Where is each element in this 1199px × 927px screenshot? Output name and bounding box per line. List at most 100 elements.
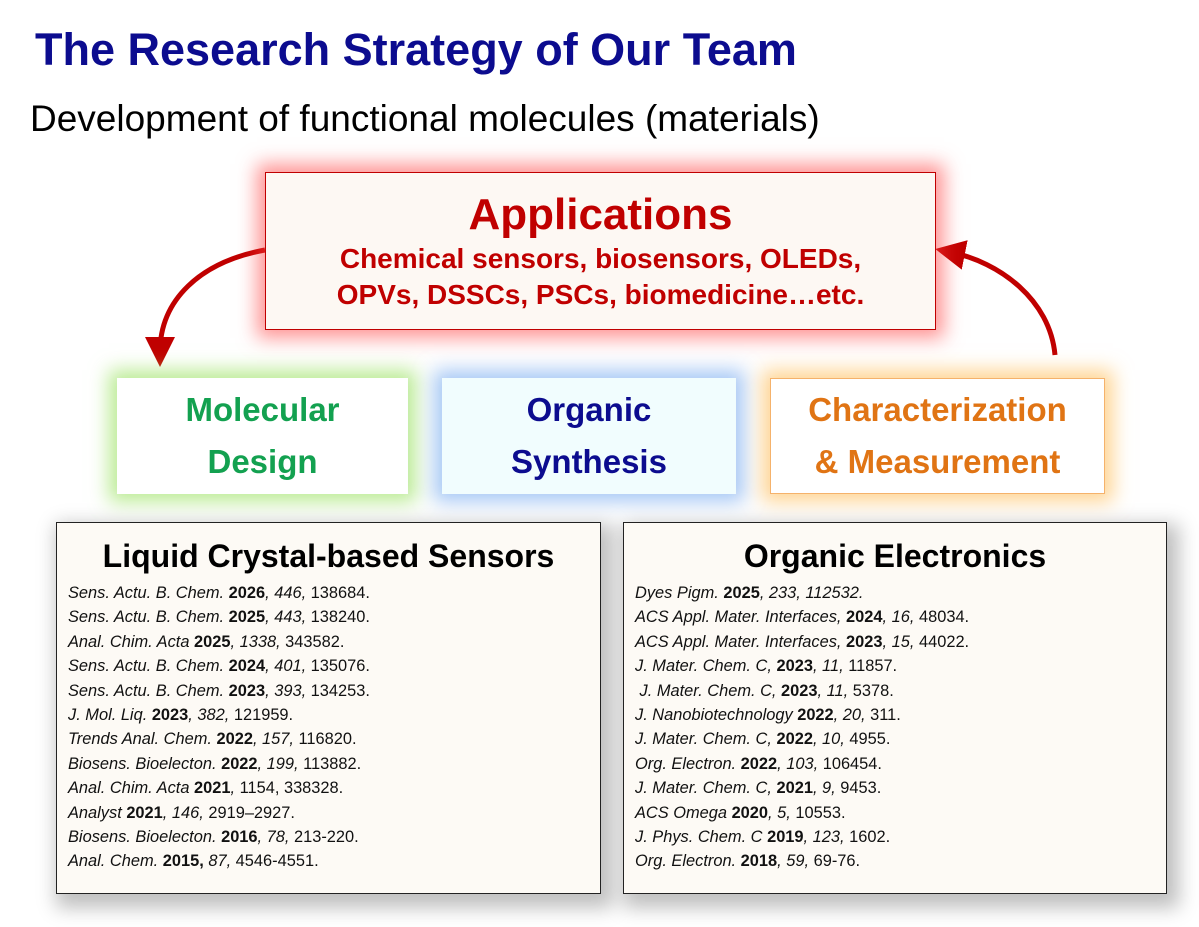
volume: , 157, (252, 730, 294, 749)
publication-year: 2026 (228, 584, 266, 602)
liquid-crystal-sensors-box: Liquid Crystal-based Sensors Sens. Actu.… (56, 522, 601, 894)
pages: 4955. (844, 730, 891, 749)
volume: , 123, (803, 828, 845, 847)
publication-year: 2023 (776, 657, 813, 676)
volume: , 401, (265, 657, 307, 676)
journal-name: J. Mater. Chem. C, (635, 657, 777, 676)
publication-year: 2016 (221, 828, 258, 847)
reference-item: Anal. Chem. 2015, 87, 4546-4551. (68, 849, 600, 873)
pages: 5378. (848, 681, 894, 700)
publication-year: 2023 (846, 632, 883, 651)
reference-item: J. Nanobiotechnology 2022, 20, 311. (635, 703, 1166, 727)
publication-year: 2023 (228, 681, 266, 700)
reference-item: J. Mater. Chem. C, 2023, 11, 11857. (635, 654, 1166, 678)
reference-item: Sens. Actu. B. Chem. 2024, 401, 135076. (68, 654, 600, 678)
volume: , 11, (812, 657, 844, 676)
volume: , 15, (882, 632, 915, 651)
pages: 116820. (293, 730, 357, 749)
journal-name: Anal. Chim. Acta (68, 779, 195, 798)
pages: 44022. (914, 632, 970, 651)
publication-year: 2024 (228, 657, 266, 676)
reference-item: Biosens. Bioelecton. 2016, 78, 213-220. (68, 825, 600, 849)
reference-item: ACS Appl. Mater. Interfaces, 2023, 15, 4… (635, 630, 1166, 654)
journal-name: Org. Electron. (635, 852, 741, 871)
pages: 113882. (298, 754, 362, 773)
volume: 87, (203, 852, 232, 871)
reference-item: J. Mater. Chem. C, 2023, 11, 5378. (635, 679, 1166, 703)
reference-item: Anal. Chim. Acta 2021, 1154, 338328. (68, 776, 600, 800)
journal-name: J. Mater. Chem. C, (635, 779, 777, 798)
reference-item: Biosens. Bioelecton. 2022, 199, 113882. (68, 752, 600, 776)
publication-year: 2021 (194, 779, 231, 798)
molecular-design-label: Molecular (185, 391, 340, 428)
pages: 138240. (306, 608, 370, 627)
characterization-label: & Measurement (814, 443, 1061, 480)
volume: , 233, 112532. (759, 584, 864, 602)
journal-name: Sens. Actu. B. Chem. (68, 608, 229, 627)
publication-year: 2018 (740, 852, 778, 871)
pages: 4546-4551. (231, 852, 319, 871)
organic-electronics-box: Organic Electronics Dyes Pigm. 2025, 233… (623, 522, 1167, 894)
pages: 343582. (280, 632, 345, 651)
volume: , 1338, (230, 632, 281, 651)
journal-name: Anal. Chem. (68, 852, 163, 871)
journal-name: J. Mater. Chem. C, (635, 681, 782, 700)
reference-item: J. Mater. Chem. C, 2021, 9, 9453. (635, 776, 1166, 800)
journal-name: Anal. Chim. Acta (68, 632, 195, 651)
reference-item: Anal. Chim. Acta 2025, 1338, 343582. (68, 630, 600, 654)
volume: , 10, (812, 730, 845, 749)
publication-year: 2023 (781, 681, 818, 700)
liquid-crystal-heading: Liquid Crystal-based Sensors (102, 538, 555, 574)
pages: 69-76. (809, 852, 861, 871)
publication-year: 2021 (126, 803, 163, 822)
journal-name: Sens. Actu. B. Chem. (68, 584, 229, 602)
reference-list: Sens. Actu. B. Chem. 2026, 446, 138684.S… (57, 577, 600, 874)
pages: 1154, 338328. (235, 779, 344, 798)
molecular-design-label: Design (207, 443, 318, 480)
applications-title: Applications (468, 190, 733, 239)
volume: , 11, (817, 681, 849, 700)
pages: 134253. (306, 681, 370, 700)
publication-year: 2023 (151, 706, 189, 725)
publication-year: 2022 (221, 754, 258, 773)
reference-item: ACS Appl. Mater. Interfaces, 2024, 16, 4… (635, 605, 1166, 629)
journal-name: Sens. Actu. B. Chem. (68, 681, 229, 700)
volume: , 20, (833, 706, 866, 725)
publication-year: 2019 (767, 828, 804, 847)
molecular-design-box: Molecular Design (117, 378, 408, 494)
journal-name: Org. Electron. (635, 754, 741, 773)
reference-item: Org. Electron. 2018, 59, 69-76. (635, 849, 1166, 873)
pages: 135076. (306, 657, 370, 676)
volume: , 443, (265, 608, 307, 627)
publication-year: 2020 (731, 803, 769, 822)
reference-list: Dyes Pigm. 2025, 233, 112532.ACS Appl. M… (624, 577, 1166, 874)
reference-item: Dyes Pigm. 2025, 233, 112532. (635, 581, 1166, 605)
applications-box: Applications Chemical sensors, biosensor… (265, 172, 936, 330)
volume: , 393, (265, 681, 307, 700)
reference-item: J. Mol. Liq. 2023, 382, 121959. (68, 703, 600, 727)
reference-item: Analyst 2021, 146, 2919–2927. (68, 801, 600, 825)
volume: , 78, (257, 828, 290, 847)
volume: , 9, (812, 779, 836, 798)
reference-item: J. Mater. Chem. C, 2022, 10, 4955. (635, 727, 1166, 751)
volume: , 103, (777, 754, 819, 773)
journal-name: J. Mol. Liq. (68, 706, 152, 725)
journal-name: Trends Anal. Chem. (68, 730, 217, 749)
volume: , 5, (768, 803, 791, 822)
journal-name: J. Nanobiotechnology (635, 706, 798, 725)
reference-item: ACS Omega 2020, 5, 10553. (635, 801, 1166, 825)
journal-name: Biosens. Bioelecton. (68, 828, 222, 847)
pages: 9453. (835, 779, 882, 798)
journal-name: ACS Appl. Mater. Interfaces, (635, 632, 847, 651)
volume: , 446, (265, 584, 307, 602)
reference-item: Sens. Actu. B. Chem. 2025, 443, 138240. (68, 605, 600, 629)
reference-item: Sens. Actu. B. Chem. 2023, 393, 134253. (68, 679, 600, 703)
characterization-box: Characterization & Measurement (770, 378, 1105, 494)
pages: 121959. (229, 706, 294, 725)
reference-item: J. Phys. Chem. C 2019, 123, 1602. (635, 825, 1166, 849)
pages: 2919–2927. (203, 803, 295, 822)
arrow-to-molecular-design (145, 247, 266, 367)
publication-year: 2022 (797, 706, 834, 725)
publication-year: 2021 (776, 779, 813, 798)
